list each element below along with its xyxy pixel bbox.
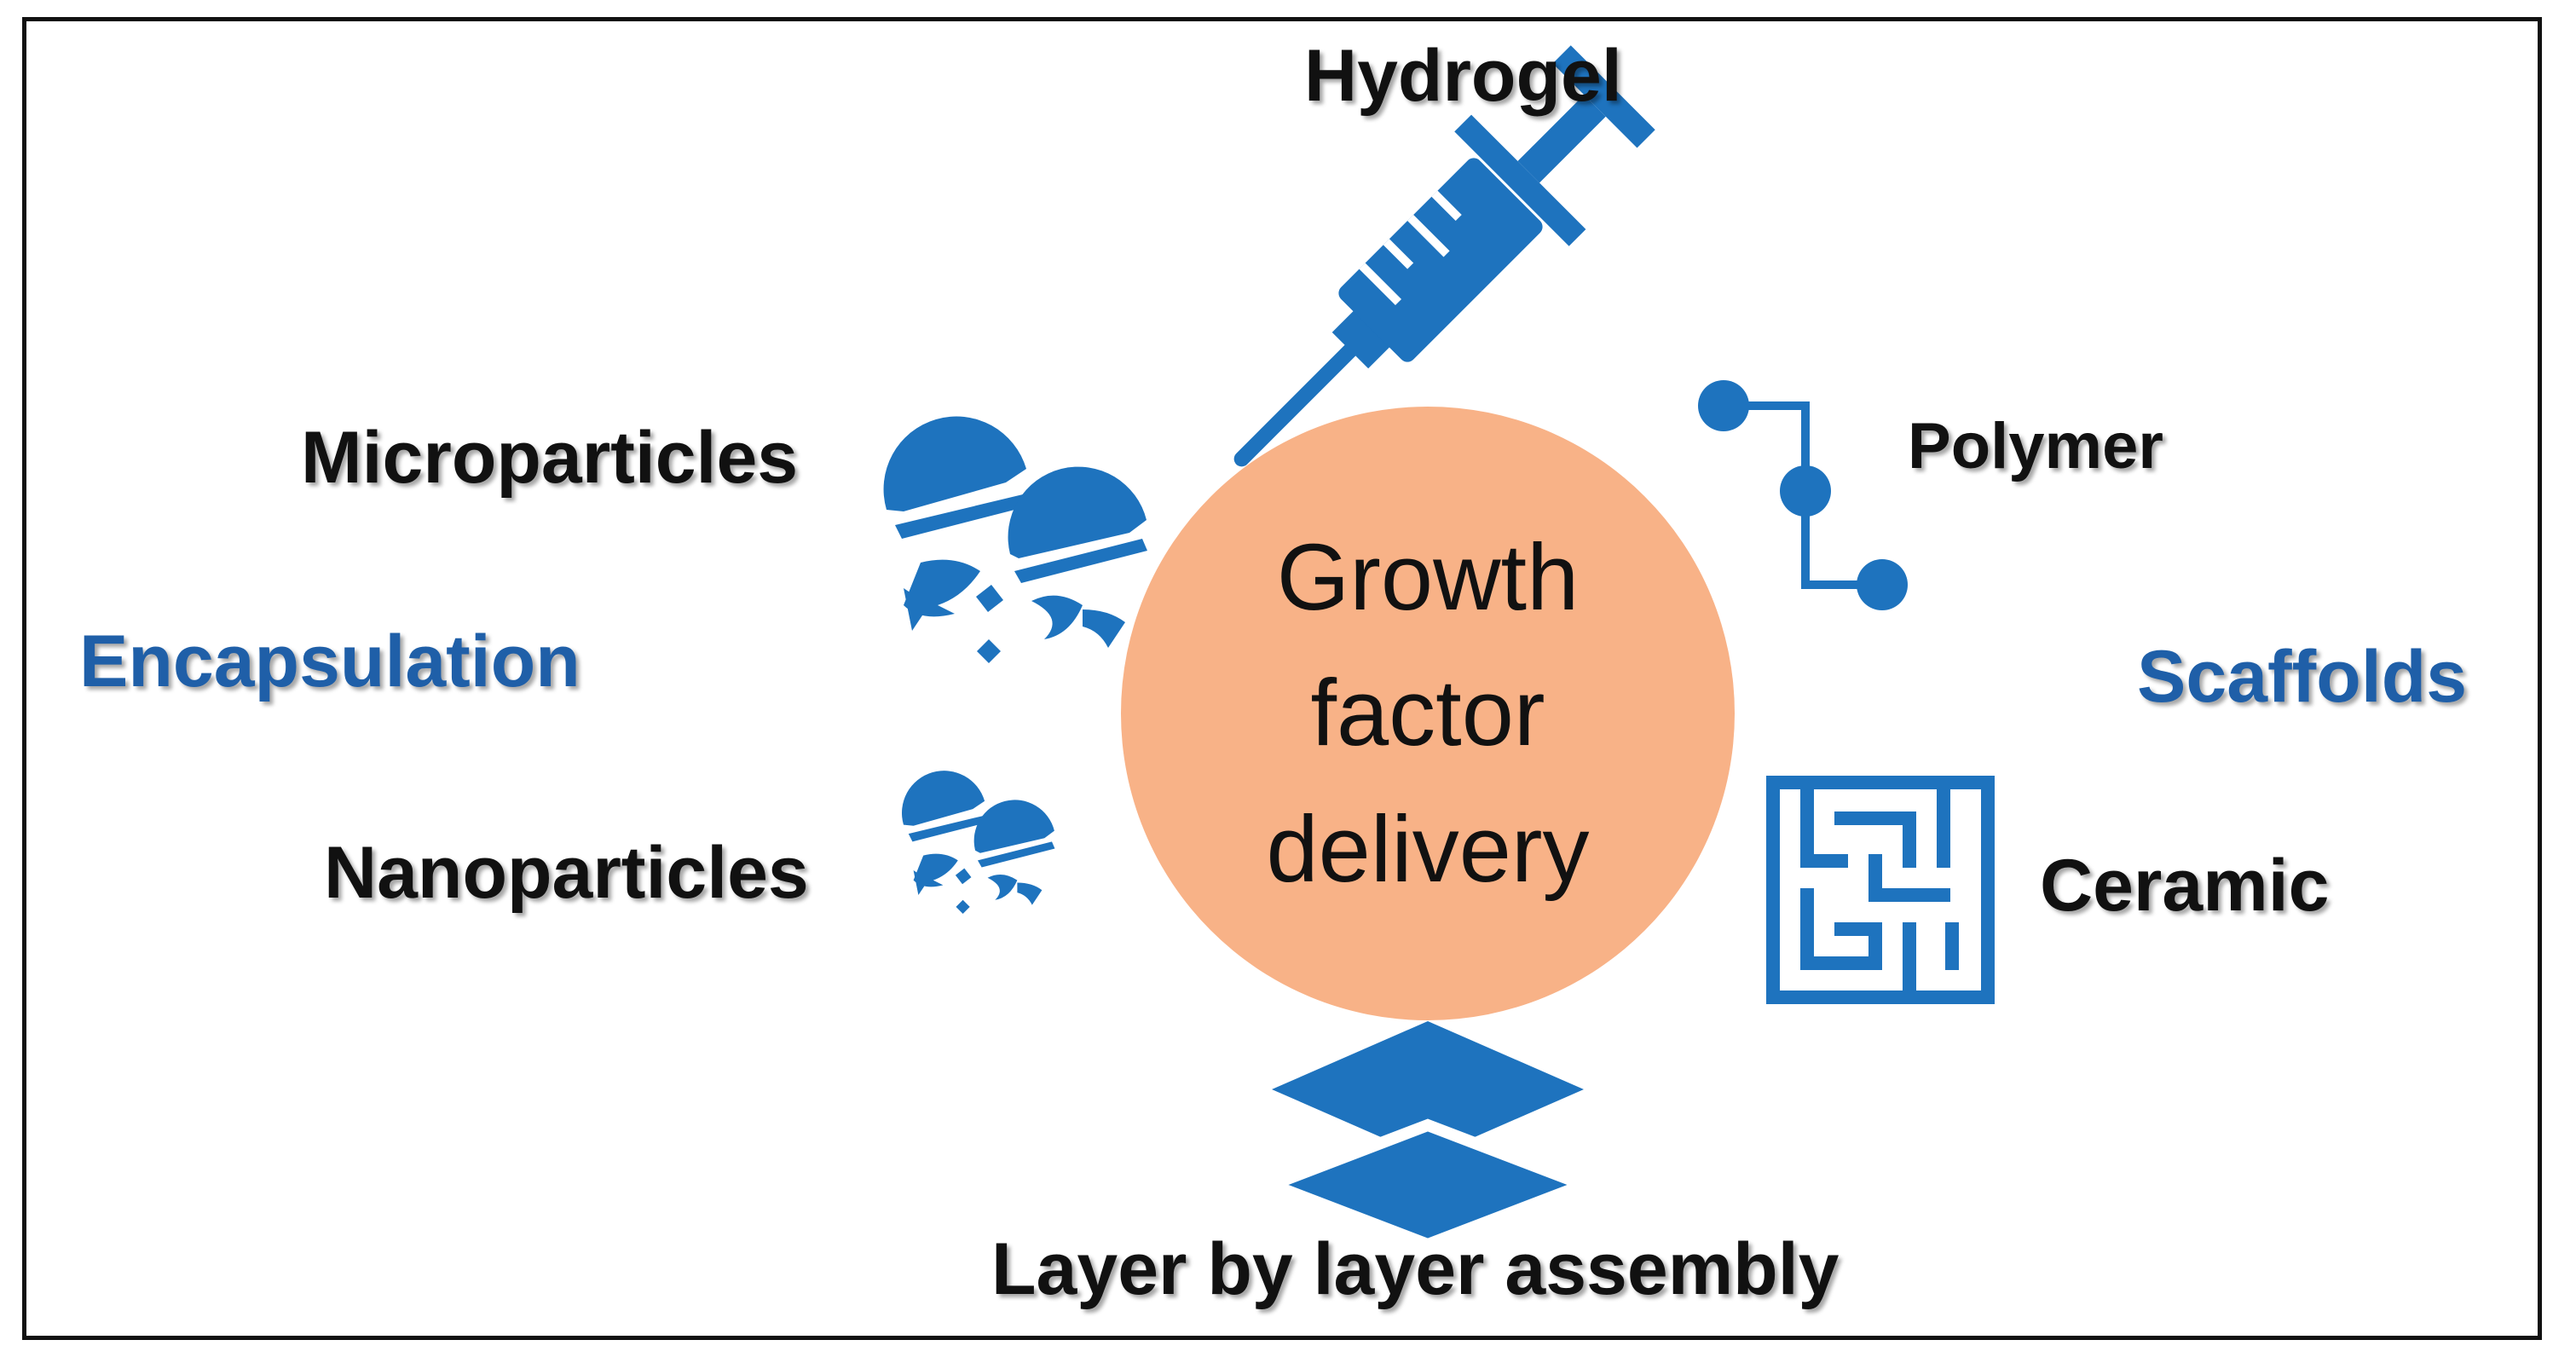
center-title-line: delivery xyxy=(1266,796,1590,902)
encapsulation-group-label: Encapsulation xyxy=(79,621,580,702)
layer-assembly-label: Layer by layer assembly xyxy=(991,1228,1840,1310)
layers-icon xyxy=(1255,1021,1601,1251)
capsule-burst-icon xyxy=(902,771,1055,915)
capsule-burst-icon xyxy=(883,416,1147,663)
center-title-line: factor xyxy=(1310,661,1545,766)
nanoparticles-label: Nanoparticles xyxy=(324,832,809,914)
ceramic-label: Ceramic xyxy=(2040,845,2330,927)
syringe-icon xyxy=(1233,45,1655,467)
center-circle: Growth factor delivery xyxy=(1121,407,1735,1020)
center-title-line: Growth xyxy=(1276,524,1580,630)
center-title: Growth factor delivery xyxy=(1172,510,1684,918)
microparticles-label: Microparticles xyxy=(301,417,799,499)
polymer-chain-icon xyxy=(1698,380,1908,610)
maze-icon xyxy=(1766,776,1995,1004)
scaffolds-group-label: Scaffolds xyxy=(2137,636,2468,718)
polymer-label: Polymer xyxy=(1908,410,2163,482)
hydrogel-label: Hydrogel xyxy=(1304,35,1622,117)
